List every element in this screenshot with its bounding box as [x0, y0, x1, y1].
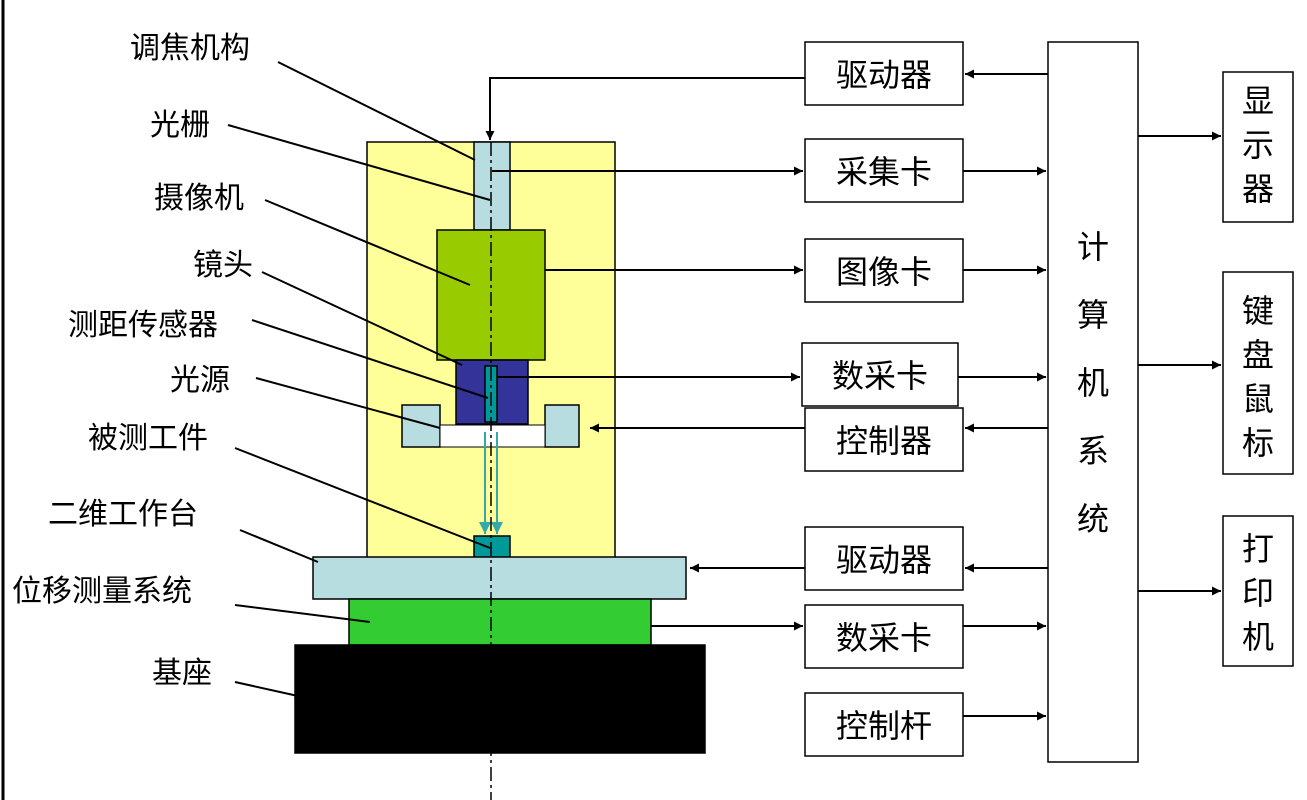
svg-text:位移测量系统: 位移测量系统	[12, 574, 192, 609]
svg-text:控制器: 控制器	[836, 422, 932, 460]
box-printer: 打印机	[1222, 515, 1294, 667]
displacement-system-block	[348, 598, 652, 646]
conn-driver-focus	[485, 77, 805, 140]
svg-text:摄像机: 摄像机	[154, 181, 244, 216]
svg-text:调焦机构: 调焦机构	[130, 31, 250, 66]
svg-text:驱动器: 驱动器	[836, 56, 932, 94]
svg-text:计算机系统: 计算机系统	[1077, 228, 1109, 538]
label-lens: 镜头	[193, 248, 463, 366]
light-source-middle	[439, 424, 546, 448]
svg-text:光栅: 光栅	[150, 108, 210, 143]
label-light-source: 光源	[170, 363, 441, 429]
xy-stage-block	[312, 556, 687, 600]
label-distance-sensor: 测距传感器	[68, 308, 489, 399]
svg-text:数采卡: 数采卡	[836, 619, 932, 657]
svg-text:数采卡: 数采卡	[832, 357, 928, 395]
box-computer-system: 计算机系统	[1047, 41, 1139, 763]
label-workpiece: 被测工件	[88, 421, 491, 549]
box-keyboard-mouse: 键盘鼠标	[1222, 271, 1294, 475]
box-daq-card-top: 数采卡	[801, 342, 959, 407]
box-image-card: 图像卡	[804, 238, 964, 303]
label-displacement-system: 位移测量系统	[12, 574, 371, 623]
svg-text:打印机: 打印机	[1242, 530, 1274, 656]
grating-block	[473, 141, 511, 231]
box-driver-top: 驱动器	[804, 41, 964, 106]
svg-text:镜头: 镜头	[193, 248, 253, 283]
box-joystick: 控制杆	[804, 692, 964, 757]
svg-text:采集卡: 采集卡	[836, 153, 932, 191]
base-block	[294, 644, 706, 754]
svg-text:二维工作台: 二维工作台	[48, 497, 198, 532]
box-display: 显示器	[1222, 71, 1294, 223]
label-camera: 摄像机	[154, 181, 471, 286]
svg-text:测距传感器: 测距传感器	[68, 308, 218, 343]
svg-text:图像卡: 图像卡	[836, 253, 932, 291]
box-controller: 控制器	[804, 407, 964, 472]
svg-text:被测工件: 被测工件	[88, 421, 208, 456]
label-focus-mechanism: 调焦机构	[130, 31, 476, 161]
box-daq-card-bottom: 数采卡	[804, 604, 964, 669]
svg-text:光源: 光源	[170, 363, 230, 398]
label-xy-stage: 二维工作台	[48, 497, 319, 563]
box-acq-card: 采集卡	[804, 138, 964, 203]
light-source-right	[544, 404, 580, 448]
svg-text:驱动器: 驱动器	[836, 541, 932, 579]
svg-text:控制杆: 控制杆	[836, 707, 932, 745]
label-grating: 光栅	[150, 108, 491, 201]
svg-text:显示器: 显示器	[1242, 82, 1274, 208]
workpiece-block	[473, 535, 511, 559]
svg-text:基座: 基座	[152, 656, 212, 691]
label-base: 基座	[152, 656, 299, 697]
svg-text:键盘鼠标: 键盘鼠标	[1242, 292, 1274, 462]
box-driver-bottom: 驱动器	[804, 526, 964, 591]
